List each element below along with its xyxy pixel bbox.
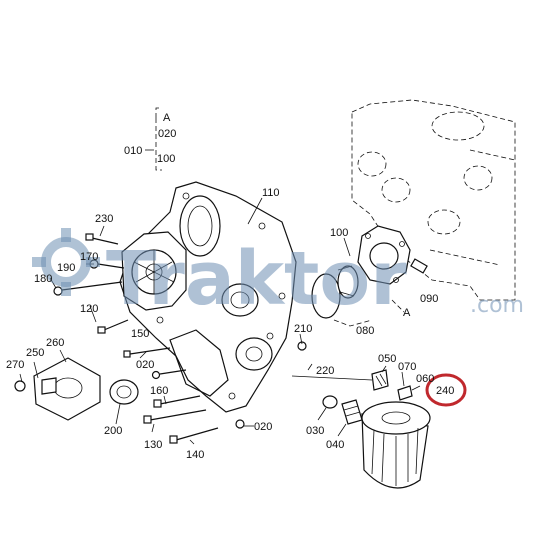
label-030: 030 xyxy=(306,425,324,437)
watermark: Traktor .com xyxy=(32,228,524,322)
label-a-pump: A xyxy=(403,307,411,319)
label-230: 230 xyxy=(95,213,113,225)
label-170: 170 xyxy=(80,251,98,263)
label-100-pump: 100 xyxy=(330,227,348,239)
label-260: 260 xyxy=(46,337,64,349)
label-210: 210 xyxy=(294,323,312,335)
assembly-bracket xyxy=(145,107,162,171)
label-130: 130 xyxy=(144,439,162,451)
oil-filter xyxy=(361,401,431,489)
side-cover-plate xyxy=(14,357,101,421)
label-110: 110 xyxy=(262,187,280,199)
label-040: 040 xyxy=(326,439,344,451)
highlight-circle xyxy=(425,373,467,407)
label-070: 070 xyxy=(398,361,416,373)
label-120: 120 xyxy=(80,303,98,315)
label-020-top: 020 xyxy=(158,128,176,140)
label-080: 080 xyxy=(356,325,374,337)
oil-seal xyxy=(109,379,139,405)
label-270: 270 xyxy=(6,359,24,371)
label-020-bottom: 020 xyxy=(254,421,272,433)
relief-valve xyxy=(291,369,413,401)
oil-pump-assembly xyxy=(311,225,428,327)
watermark-suffix: .com xyxy=(470,293,524,318)
label-190: 190 xyxy=(57,262,75,274)
gear-icon xyxy=(32,228,100,296)
label-220: 220 xyxy=(316,365,334,377)
label-a-top: A xyxy=(163,112,171,124)
pump-housing xyxy=(121,231,187,311)
label-060: 060 xyxy=(416,373,434,385)
label-150: 150 xyxy=(131,328,149,340)
label-140: 140 xyxy=(186,449,204,461)
label-010: 010 xyxy=(124,145,142,157)
part-labels: 010 A 020 100 110 230 170 190 180 120 10… xyxy=(6,112,454,461)
label-020-mid: 020 xyxy=(136,359,154,371)
label-160: 160 xyxy=(150,385,168,397)
watermark-brand: Traktor xyxy=(106,236,407,322)
label-250: 250 xyxy=(26,347,44,359)
gasket-030 xyxy=(322,395,338,409)
label-050: 050 xyxy=(378,353,396,365)
engine-block-outline xyxy=(351,99,516,301)
label-090: 090 xyxy=(420,293,438,305)
label-200: 200 xyxy=(104,425,122,437)
label-100-top: 100 xyxy=(157,153,175,165)
label-240: 240 xyxy=(436,385,454,397)
bolts xyxy=(53,233,307,444)
label-180: 180 xyxy=(34,273,52,285)
filter-pipe xyxy=(341,399,363,425)
